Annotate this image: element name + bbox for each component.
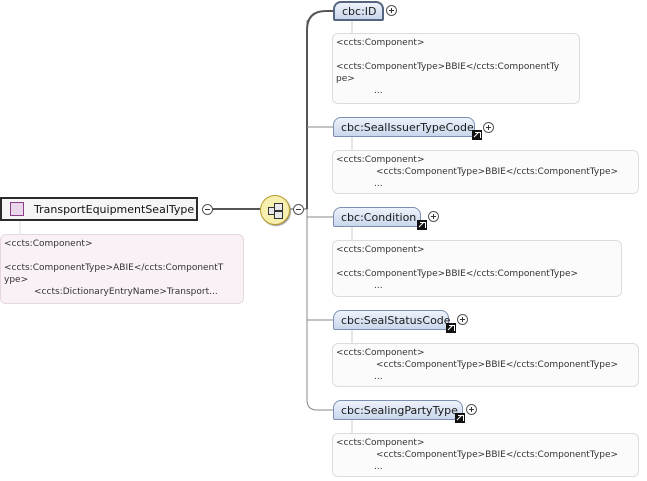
expand-icon[interactable] [428, 211, 439, 222]
sequence-compositor-icon[interactable] [260, 195, 290, 225]
annotation-line: ... [374, 86, 383, 96]
root-annotation: <ccts:Component> <ccts:ComponentType>ABI… [0, 234, 244, 304]
expand-icon[interactable] [457, 314, 468, 325]
element-cbc-sealstatuscode[interactable]: cbc:SealStatusCode [333, 310, 451, 330]
annotation-line: <ccts:ComponentType>BBIE</ccts:Component… [376, 450, 619, 460]
element-label: cbc:SealStatusCode [341, 313, 451, 327]
annotation-line: ype> [4, 275, 29, 285]
annotation-line: <ccts:ComponentType>BBIE</ccts:Component… [376, 167, 619, 177]
expand-icon[interactable] [483, 122, 494, 133]
root-label: TransportEquipmentSealType [34, 202, 195, 216]
annotation-line: ... [374, 281, 383, 291]
element-cbc-id[interactable]: cbc:ID [333, 1, 384, 21]
root-complex-type[interactable]: TransportEquipmentSealType [0, 197, 198, 221]
element-cbc-sealissuertypecode[interactable]: cbc:SealIssuerTypeCode [333, 117, 475, 137]
annotation-line: <ccts:Component> [336, 348, 425, 358]
annotation-line: ... [374, 462, 383, 472]
annotation-line: <ccts:Component> [336, 38, 425, 48]
element-cbc-sealingpartytype[interactable]: cbc:SealingPartyType [333, 400, 463, 420]
annotation-line: <ccts:DictionaryEntryName>Transport... [34, 287, 218, 297]
annotation-line: ... [374, 372, 383, 382]
element-label: cbc:SealingPartyType [341, 403, 458, 417]
complex-type-icon [10, 202, 24, 216]
expand-icon[interactable] [386, 5, 397, 16]
annotation-line: <ccts:Component> [336, 438, 425, 448]
annotation-line: <ccts:ComponentType>ABIE</ccts:Component… [4, 263, 224, 273]
element-annotation: <ccts:Component> <ccts:ComponentType>BBIE… [332, 150, 639, 194]
element-annotation: <ccts:Component> <ccts:ComponentType>BBI… [332, 33, 580, 104]
element-label: cbc:Condition [341, 210, 417, 224]
expand-icon[interactable] [466, 404, 477, 415]
annotation-line: <ccts:Component> [4, 239, 93, 249]
annotation-line: <ccts:Component> [336, 245, 425, 255]
reference-arrow-icon [455, 413, 465, 423]
annotation-line: pe> [336, 74, 355, 84]
sequence-collapse-icon[interactable] [293, 204, 304, 215]
element-annotation: <ccts:Component> <ccts:ComponentType>BBIE… [332, 343, 639, 387]
root-collapse-icon[interactable] [202, 204, 213, 215]
reference-arrow-icon [446, 323, 456, 333]
element-annotation: <ccts:Component> <ccts:ComponentType>BBI… [332, 240, 622, 297]
element-cbc-condition[interactable]: cbc:Condition [333, 207, 421, 227]
annotation-line: <ccts:ComponentType>BBIE</ccts:Component… [336, 62, 560, 72]
annotation-line: <ccts:Component> [336, 155, 425, 165]
annotation-line: <ccts:ComponentType>BBIE</ccts:Component… [376, 360, 619, 370]
reference-arrow-icon [472, 130, 482, 140]
reference-arrow-icon [417, 220, 427, 230]
element-label: cbc:ID [342, 4, 377, 18]
annotation-line: ... [374, 179, 383, 189]
element-annotation: <ccts:Component> <ccts:ComponentType>BBIE… [332, 433, 639, 477]
element-label: cbc:SealIssuerTypeCode [341, 120, 474, 134]
annotation-line: <ccts:ComponentType>BBIE</ccts:Component… [336, 269, 579, 279]
